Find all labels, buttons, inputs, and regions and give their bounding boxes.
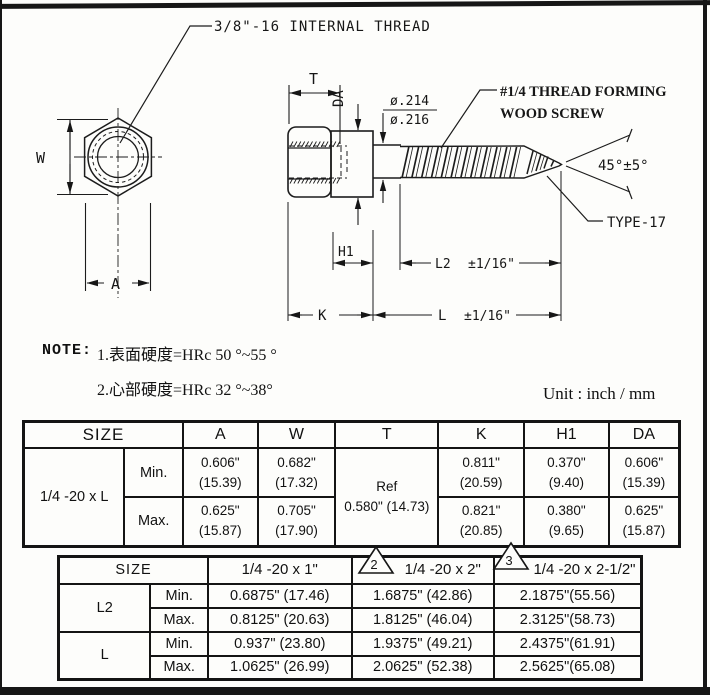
wood-screw-label-line2: WOOD SCREW bbox=[500, 106, 605, 122]
cell-l-min-3: 2.4375"(61.91) bbox=[492, 630, 643, 657]
hex-front-view bbox=[74, 108, 162, 298]
col-header-t: T bbox=[334, 420, 440, 449]
col-header-w: W bbox=[256, 420, 337, 449]
l-tolerance: ±1/16" bbox=[464, 309, 511, 324]
row-l2-max: Max. 0.8125" (20.63) 1.8125" (46.04) 2.3… bbox=[59, 606, 643, 633]
cell-l2-max-1: 0.8125" (20.63) bbox=[207, 606, 353, 633]
col-header-1in: 1/4 -20 x 1" bbox=[207, 555, 353, 585]
shank-dia-lower: ø.216 bbox=[390, 113, 429, 128]
tip-angle-label: 45°±5° bbox=[598, 158, 649, 174]
internal-thread-label: 3/8"-16 INTERNAL THREAD bbox=[214, 19, 431, 35]
cell-w-max: 0.705"(17.90) bbox=[256, 496, 337, 547]
svg-text:3: 3 bbox=[505, 553, 512, 568]
cell-l-min-1: 0.937" (23.80) bbox=[207, 630, 353, 657]
da-label: DA bbox=[331, 90, 347, 107]
col-header-a: A bbox=[181, 420, 259, 449]
size-header: SIZE bbox=[57, 555, 210, 585]
cell-l2-min-2: 1.6875" (42.86) bbox=[350, 582, 495, 609]
size-header: SIZE bbox=[22, 420, 184, 449]
cell-a-max: 0.625"(15.87) bbox=[181, 496, 259, 547]
l2-tolerance: ±1/16" bbox=[468, 257, 515, 272]
unit-label: Unit : inch / mm bbox=[543, 384, 656, 403]
dimension-tip-angle bbox=[565, 128, 633, 200]
dimension-t bbox=[288, 85, 341, 144]
internal-thread-leader bbox=[119, 25, 212, 144]
row-l-max: Max. 1.0625" (26.99) 2.0625" (52.38) 2.5… bbox=[59, 654, 643, 681]
revision-triangle-3: 3 bbox=[492, 541, 530, 570]
table-row-min: 1/4 -20 x L Min. 0.606"(15.39) 0.682"(17… bbox=[22, 447, 681, 547]
dimension-table-main: SIZE A W T K H1 DA 1/4 -20 x L Min. 0.60… bbox=[22, 420, 681, 548]
cell-l-max-3: 2.5625"(65.08) bbox=[492, 654, 643, 681]
table-row-max: Max. 0.625"(15.87) 0.705"(17.90) 0.821"(… bbox=[24, 496, 681, 547]
dimension-w bbox=[57, 118, 108, 196]
cell-h1-min: 0.370"(9.40) bbox=[523, 447, 610, 498]
l-label: L bbox=[438, 308, 446, 324]
shank-dia-upper: ø.214 bbox=[390, 94, 429, 109]
note-line-1: 1.表面硬度=HRc 50 °~55 ° bbox=[97, 347, 277, 364]
cell-l-min-2: 1.9375" (49.21) bbox=[350, 630, 495, 657]
revision-triangle-2: 2 bbox=[357, 545, 395, 574]
h1-label: H1 bbox=[338, 245, 354, 260]
cell-l2-min-3: 2.1875"(55.56) bbox=[492, 582, 643, 609]
min-label: Min. bbox=[149, 582, 210, 609]
cell-da-max: 0.625"(15.87) bbox=[607, 496, 681, 547]
length-table: SIZE 1/4 -20 x 1" 1/4 -20 x 2" 1/4 -20 x… bbox=[57, 555, 643, 681]
min-label: Min. bbox=[149, 630, 210, 657]
cell-l2-max-3: 2.3125"(58.73) bbox=[492, 606, 643, 633]
note-prefix: NOTE: bbox=[42, 342, 93, 359]
dimension-a bbox=[84, 203, 152, 291]
col-header-k: K bbox=[437, 420, 526, 449]
min-label: Min. bbox=[123, 447, 184, 498]
cell-h1-max: 0.380"(9.65) bbox=[523, 496, 610, 547]
max-label: Max. bbox=[123, 496, 184, 547]
table2-header-row: SIZE 1/4 -20 x 1" 1/4 -20 x 2" 1/4 -20 x… bbox=[57, 555, 643, 585]
cell-l-max-1: 1.0625" (26.99) bbox=[207, 654, 353, 681]
size-value: 1/4 -20 x L bbox=[22, 447, 126, 547]
technical-drawing: W A 3/8"-16 INTERNAL THREAD bbox=[36, 19, 667, 324]
col-header-h1: H1 bbox=[523, 420, 610, 449]
a-label: A bbox=[111, 275, 120, 293]
extension-lines bbox=[287, 171, 562, 321]
type17-label: TYPE-17 bbox=[607, 215, 666, 231]
cell-l2-max-2: 1.8125" (46.04) bbox=[350, 606, 495, 633]
cell-w-min: 0.682"(17.32) bbox=[256, 447, 337, 498]
dimension-shank-dia bbox=[379, 109, 437, 203]
page-border-left bbox=[0, 0, 2, 695]
max-label: Max. bbox=[149, 606, 210, 633]
row-l2-min: L2 Min. 0.6875" (17.46) 1.6875" (42.86) … bbox=[57, 582, 643, 633]
page-border-right bbox=[703, 0, 707, 695]
type17-leader bbox=[546, 175, 603, 222]
wood-screw-label-line1: #1/4 THREAD FORMING bbox=[500, 84, 667, 100]
t-label: T bbox=[309, 70, 318, 88]
cell-k-min: 0.811"(20.59) bbox=[437, 447, 526, 498]
svg-text:2: 2 bbox=[370, 557, 377, 572]
cell-k-max: 0.821"(20.85) bbox=[437, 496, 526, 547]
col-header-da: DA bbox=[607, 420, 681, 449]
col-header-2in: 1/4 -20 x 2" bbox=[350, 555, 495, 585]
row-l-min: L Min. 0.937" (23.80) 1.9375" (49.21) 2.… bbox=[57, 630, 643, 681]
max-label: Max. bbox=[149, 654, 210, 681]
l2-row-label: L2 bbox=[57, 582, 152, 633]
cell-l2-min-1: 0.6875" (17.46) bbox=[207, 582, 353, 609]
l2-label: L2 bbox=[435, 257, 451, 272]
page-border-bottom bbox=[0, 687, 710, 695]
k-label: K bbox=[318, 308, 327, 324]
cell-da-min: 0.606"(15.39) bbox=[607, 447, 681, 498]
wood-screw-leader bbox=[440, 89, 497, 149]
w-label: W bbox=[36, 149, 46, 167]
screw-side-view bbox=[287, 126, 563, 198]
cell-l-max-2: 2.0625" (52.38) bbox=[350, 654, 495, 681]
note-line-2: 2.心部硬度=HRc 32 °~38° bbox=[97, 382, 273, 399]
table-header-row: SIZE A W T K H1 DA bbox=[22, 420, 681, 449]
l-row-label: L bbox=[57, 630, 152, 681]
thread-hatching bbox=[289, 141, 341, 184]
cell-a-min: 0.606"(15.39) bbox=[181, 447, 259, 498]
